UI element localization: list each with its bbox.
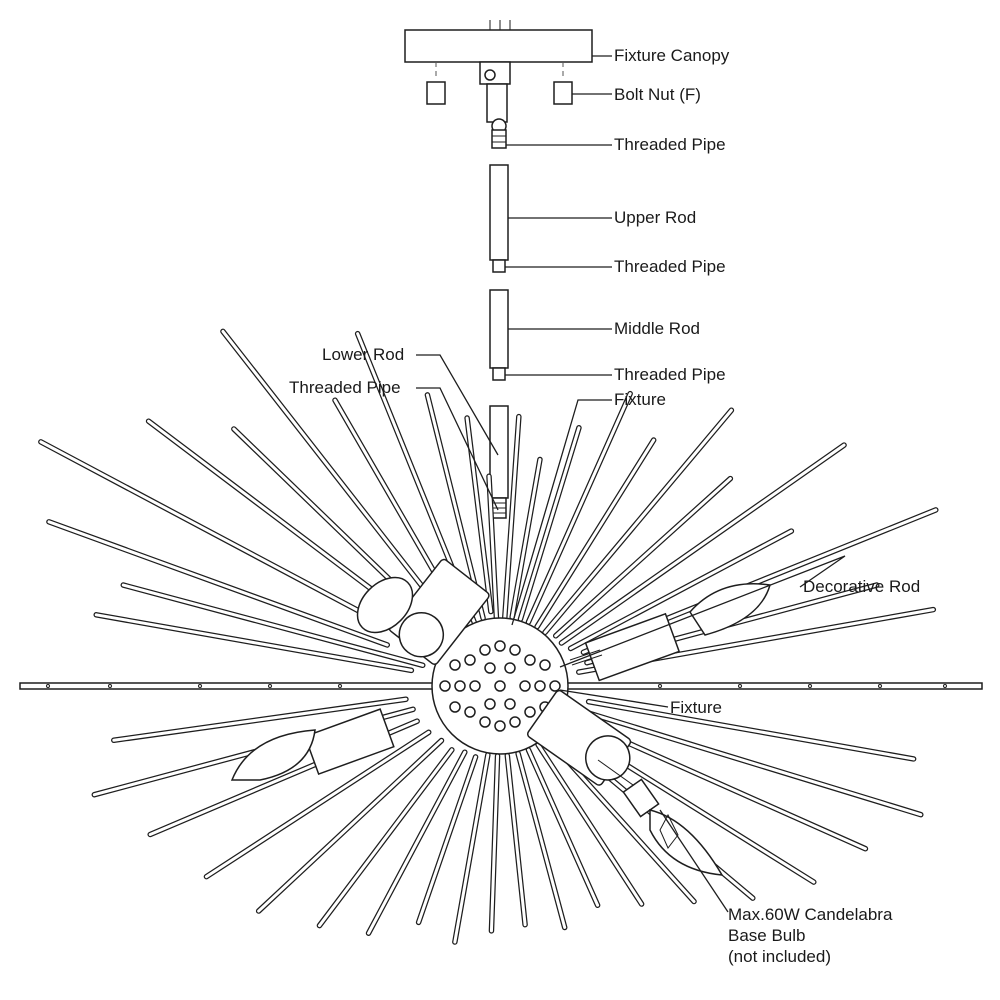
- hub-hole: [439, 680, 451, 692]
- hub-hole: [464, 706, 476, 718]
- decorative-rod-fill: [221, 329, 459, 633]
- candelabra-bulb: [597, 759, 724, 876]
- socket-upper-left: [356, 558, 490, 665]
- socket-upper-right: [569, 583, 771, 682]
- hub-hole: [454, 680, 466, 692]
- decorative-rod-fill: [257, 739, 443, 913]
- label-lower-rod: Lower Rod: [322, 345, 405, 364]
- bolt-nut-left: [426, 81, 446, 105]
- hub-hole: [494, 680, 506, 692]
- decorative-rod-fill: [367, 750, 467, 935]
- fixture-canopy: [404, 20, 593, 80]
- hub-hole: [519, 680, 531, 692]
- hub-hole: [469, 680, 481, 692]
- label-bulb-note: Max.60W Candelabra Base Bulb (not includ…: [728, 904, 968, 967]
- decorative-rod-fill: [587, 700, 916, 761]
- hub-hole: [494, 720, 506, 732]
- middle-rod: [489, 289, 509, 381]
- decorative-rod-fill: [417, 755, 478, 924]
- decorative-rod-fill: [535, 438, 656, 629]
- decorative-rod-fill: [112, 697, 408, 742]
- hub-hole: [524, 654, 536, 666]
- hub-hole: [504, 662, 516, 674]
- hub-hole: [509, 716, 521, 728]
- hub-hole: [494, 640, 506, 652]
- label-threaded-pipe-4: Threaded Pipe: [289, 378, 401, 397]
- label-threaded-pipe-1: Threaded Pipe: [614, 135, 726, 154]
- label-bulb-line2: Base Bulb: [728, 926, 806, 945]
- decorative-rod-fill: [579, 709, 923, 817]
- decorative-rod-fill: [505, 754, 527, 927]
- decorative-rod-fill: [39, 440, 418, 643]
- decorative-rod-fill: [516, 752, 567, 929]
- socket-lower-left: [230, 708, 395, 781]
- hub-hole: [539, 659, 551, 671]
- decorative-rod-fill: [487, 474, 499, 628]
- label-threaded-pipe-3: Threaded Pipe: [614, 365, 726, 384]
- decorative-rod-fill: [526, 748, 600, 907]
- label-bulb-line3: (not included): [728, 947, 832, 966]
- label-bolt-nut: Bolt Nut (F): [614, 85, 701, 104]
- decorative-rod-fill: [518, 426, 581, 621]
- hub-hole: [449, 659, 461, 671]
- decorative-rod-fill: [453, 753, 490, 944]
- hub-hole: [479, 716, 491, 728]
- hub-hole: [479, 644, 491, 656]
- label-fixture-top: Fixture: [614, 390, 666, 409]
- decorative-rod-fill: [543, 408, 733, 634]
- decorative-rod-fill: [559, 443, 846, 645]
- hub-hole: [549, 680, 561, 692]
- decorative-rod-fill: [569, 529, 793, 650]
- decorative-rod-fill: [503, 415, 521, 623]
- hub-hole: [484, 662, 496, 674]
- threaded-pipe-1: [491, 129, 507, 149]
- decorative-rod-fill: [47, 520, 389, 647]
- label-fixture-mid: Fixture: [670, 698, 722, 717]
- leader-lines: [416, 55, 846, 913]
- hub-hole: [464, 654, 476, 666]
- decorative-rod-fill: [317, 748, 454, 928]
- label-threaded-pipe-2: Threaded Pipe: [614, 257, 726, 276]
- label-decorative-rod: Decorative Rod: [803, 577, 921, 596]
- decorative-rod-fill: [94, 613, 413, 672]
- hanger-bracket: [479, 61, 511, 134]
- label-fixture-canopy: Fixture Canopy: [614, 46, 730, 65]
- bolt-nut-right: [553, 81, 573, 105]
- decorative-rod-fill: [526, 392, 632, 624]
- decorative-rod-fill: [510, 457, 542, 619]
- socket-lower-right: [526, 689, 632, 786]
- hub-hole: [504, 698, 516, 710]
- hub-hole: [534, 680, 546, 692]
- decorative-rod-fill: [489, 754, 500, 933]
- sphere-hub: [431, 617, 569, 755]
- hub-hole: [484, 698, 496, 710]
- label-bulb-line1: Max.60W Candelabra: [728, 905, 893, 924]
- upper-rod: [489, 164, 509, 273]
- hub-hole: [449, 701, 461, 713]
- decorative-rod-fill: [554, 477, 732, 638]
- hub-hole: [524, 706, 536, 718]
- decorative-rod-fill: [465, 416, 493, 614]
- decorative-rod-fill: [536, 743, 644, 906]
- decorative-rod-fill: [204, 730, 431, 879]
- decorative-rod-fill: [121, 583, 425, 667]
- hub-hole: [509, 644, 521, 656]
- label-upper-rod: Upper Rod: [614, 208, 697, 227]
- label-middle-rod: Middle Rod: [614, 319, 700, 338]
